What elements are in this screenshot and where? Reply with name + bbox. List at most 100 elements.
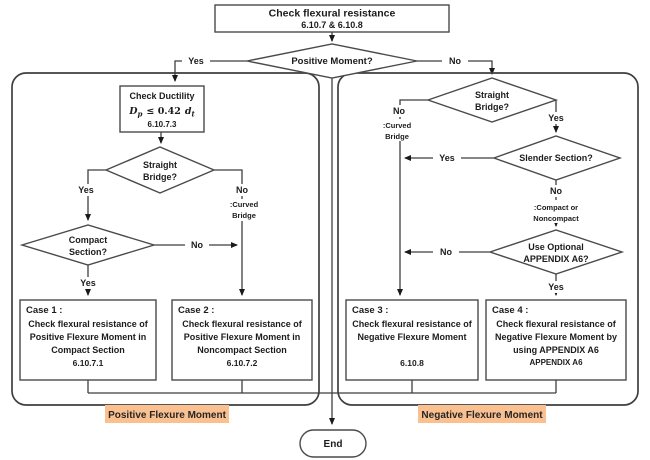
banner-negative-label: Negative Flexure Moment — [421, 410, 543, 421]
decision-slender-section: Slender Section? — [491, 135, 623, 181]
case3-line2: Negative Flexure Moment — [357, 332, 466, 342]
label-bg — [386, 105, 412, 117]
case2-box — [171, 299, 313, 381]
label-no-compact: No — [191, 240, 203, 250]
label-bg — [380, 119, 414, 141]
decision-positive-moment: Positive Moment? — [246, 43, 418, 79]
label-yes-compact: Yes — [80, 278, 96, 288]
case1-line2: Positive Flexure Moment in — [30, 332, 147, 342]
label-bg — [185, 239, 209, 251]
decision-use-appendix-diamond — [487, 229, 625, 275]
decision-straight-bridge-left-line2: Bridge? — [143, 172, 177, 182]
label-bg — [230, 184, 254, 196]
case2-title: Case 2 : — [178, 305, 214, 316]
case4-box — [485, 299, 627, 381]
ductility-ref: 6.10.7.3 — [148, 120, 177, 129]
case4-node: Case 4 : Check flexural resistance of Ne… — [485, 299, 627, 381]
label-yes-appendix: Yes — [548, 282, 564, 292]
ductility-box — [119, 85, 205, 133]
case4-line1: Check flexural resistance of — [496, 319, 617, 329]
decision-positive-moment-label: Positive Moment? — [291, 56, 372, 67]
case3-title: Case 3 : — [352, 305, 388, 316]
case1-node: Case 1 : Check flexural resistance of Po… — [19, 299, 157, 381]
case3-box — [345, 299, 479, 381]
case2-line3: Noncompact Section — [197, 345, 287, 355]
case1-ref: 6.10.7.1 — [73, 358, 104, 368]
decision-straight-bridge-right-line1: Straight — [475, 90, 509, 100]
label-no-appendix: No — [440, 247, 452, 257]
label-yes-straight-right: Yes — [548, 113, 564, 123]
label-bg — [542, 281, 570, 293]
label-yes-straight-left: Yes — [78, 185, 94, 195]
start-node-ref: 6.10.7 & 6.10.8 — [301, 20, 363, 30]
decision-straight-bridge-right-diamond — [425, 77, 559, 123]
connector-curved-bridge-to-case3 — [397, 99, 428, 296]
case4-title: Case 4 : — [492, 305, 528, 316]
case1-title: Case 1 : — [26, 305, 62, 316]
decision-straight-bridge-left: Straight Bridge? — [104, 146, 216, 194]
label-bg — [433, 246, 459, 258]
label-curved-bridge-left-1: :Curved — [230, 200, 259, 209]
label-compact-or-1: :Compact or — [534, 203, 578, 212]
branch-labels: Yes No Yes No :Curved Bridge No Yes No :… — [72, 55, 584, 293]
banner-positive-bg — [105, 405, 229, 423]
case3-node: Case 3 : Check flexural resistance of Ne… — [345, 299, 479, 381]
label-bg — [542, 112, 570, 124]
decision-positive-moment-diamond — [246, 43, 418, 79]
label-bg — [433, 152, 461, 164]
label-bg — [72, 184, 100, 196]
label-bg — [74, 277, 102, 289]
case1-line3: Compact Section — [51, 345, 125, 355]
case1-box — [19, 299, 157, 381]
connector-curved-bridge-to-case2 — [214, 169, 245, 296]
decision-compact-section-line1: Compact — [69, 235, 108, 245]
decision-compact-section-diamond — [19, 224, 157, 266]
label-no-negative: No — [449, 56, 461, 66]
decision-use-appendix-line2: APPENDIX A6? — [523, 254, 588, 264]
label-curved-bridge-left-2: Bridge — [232, 211, 256, 220]
connector-yes-to-compact-section — [85, 169, 106, 221]
case2-node: Case 2 : Check flexural resistance of Po… — [171, 299, 313, 381]
decision-straight-bridge-right: Straight Bridge? — [425, 77, 559, 123]
decision-straight-bridge-left-diamond — [104, 146, 216, 194]
banner-positive-label: Positive Flexure Moment — [108, 410, 226, 421]
label-no-straight-right: No — [393, 106, 405, 116]
ductility-title: Check Ductility — [129, 91, 194, 101]
banner-positive: Positive Flexure Moment — [105, 405, 229, 423]
label-bg — [442, 55, 468, 67]
label-curved-bridge-right-2: Bridge — [385, 132, 409, 141]
label-yes-slender: Yes — [439, 153, 455, 163]
decision-slender-section-diamond — [491, 135, 623, 181]
case4-ref: APPENDIX A6 — [529, 358, 583, 367]
case4-line3: using APPENDIX A6 — [513, 345, 599, 355]
connector-yes-to-ductility — [172, 60, 247, 82]
case4-line2: Negative Flexure Moment by — [495, 332, 617, 342]
label-yes-positive: Yes — [188, 56, 204, 66]
case2-line2: Positive Flexure Moment in — [184, 332, 301, 342]
decision-use-appendix-line1: Use Optional — [528, 242, 584, 252]
label-bg — [528, 200, 584, 223]
label-bg — [227, 199, 261, 221]
banner-negative: Negative Flexure Moment — [418, 405, 546, 423]
decision-compact-section: Compact Section? — [19, 224, 157, 266]
decision-compact-section-line2: Section? — [69, 247, 107, 257]
decision-slender-section-label: Slender Section? — [519, 153, 593, 163]
label-no-straight-left: No — [236, 185, 248, 195]
label-compact-or-2: Noncompact — [533, 214, 579, 223]
label-no-slender: No — [550, 186, 562, 196]
case2-line1: Check flexural resistance of — [182, 319, 303, 329]
case3-line1: Check flexural resistance of — [352, 319, 473, 329]
label-bg — [543, 185, 569, 197]
case3-ref: 6.10.8 — [400, 358, 424, 368]
banner-negative-bg — [418, 405, 546, 423]
end-node: End — [299, 429, 367, 458]
start-node-box — [214, 4, 450, 33]
decision-straight-bridge-right-line2: Bridge? — [475, 102, 509, 112]
label-bg — [182, 55, 210, 67]
case1-line1: Check flexural resistance of — [28, 319, 149, 329]
decision-straight-bridge-left-line1: Straight — [143, 160, 177, 170]
